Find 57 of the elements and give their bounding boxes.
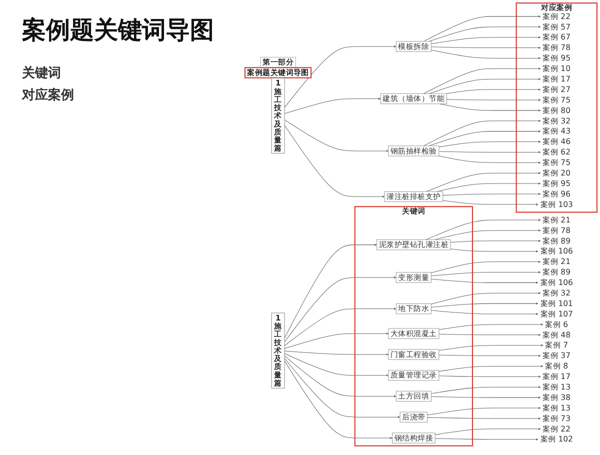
arrow <box>430 310 538 316</box>
arrow <box>428 78 541 94</box>
arrow <box>438 140 541 148</box>
arrow <box>446 88 541 94</box>
arrow <box>434 438 538 440</box>
arrow <box>442 192 541 196</box>
arrow <box>284 350 388 356</box>
arrow <box>284 353 388 376</box>
arrow <box>430 260 541 274</box>
arrow <box>284 358 400 418</box>
arrow <box>438 365 544 372</box>
arrow <box>430 396 541 399</box>
arrow <box>430 50 541 60</box>
arrow <box>438 156 541 164</box>
arrow <box>450 248 538 252</box>
arrow <box>438 323 544 330</box>
arrow <box>428 26 541 42</box>
arrow <box>423 15 541 42</box>
column-heading: 关键词 <box>22 64 61 82</box>
arrow <box>284 332 388 349</box>
arrow <box>434 229 541 240</box>
arrow <box>430 386 541 394</box>
arrow <box>438 151 541 154</box>
arrow <box>430 278 538 284</box>
arrow <box>428 130 541 146</box>
arrow <box>436 182 541 192</box>
arrow <box>284 125 385 198</box>
column-heading: 对应案例 <box>22 86 74 104</box>
arrow <box>284 244 377 338</box>
arrow <box>438 344 544 351</box>
arrow <box>284 98 381 114</box>
arrow <box>284 356 396 398</box>
arrow <box>430 271 541 276</box>
arrow <box>438 334 541 336</box>
page-title: 案例题关键词导图 <box>22 15 214 46</box>
arrow <box>439 104 541 112</box>
arrow <box>430 292 541 304</box>
arrow <box>426 172 541 192</box>
arrow <box>450 240 541 243</box>
arrow <box>430 46 541 49</box>
arrow <box>284 120 388 152</box>
arrow <box>423 120 541 146</box>
arrow <box>284 360 392 440</box>
arrow <box>427 417 541 420</box>
arrow <box>423 68 541 94</box>
arrow <box>284 308 396 346</box>
arrow <box>284 45 396 108</box>
arrow <box>430 302 538 308</box>
arrow <box>427 406 541 416</box>
arrow <box>442 200 538 206</box>
arrow <box>284 276 396 342</box>
arrow <box>430 36 541 44</box>
arrow <box>426 218 541 240</box>
arrow <box>438 354 541 357</box>
arrow <box>438 376 541 378</box>
arrow <box>434 428 541 435</box>
arrow <box>446 98 541 102</box>
